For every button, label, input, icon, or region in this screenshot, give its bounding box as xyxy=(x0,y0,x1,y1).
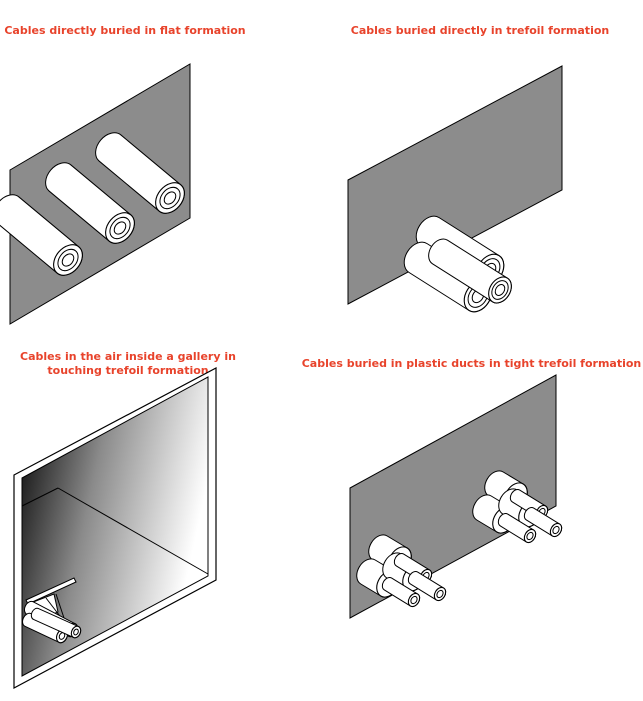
figure-title-trefoil: Cables buried directly in trefoil format… xyxy=(350,24,610,37)
cable-group xyxy=(0,132,185,276)
cable-ring xyxy=(163,191,177,205)
cable-end xyxy=(53,244,83,276)
cable-ring xyxy=(57,248,79,272)
cable-ring xyxy=(61,253,75,267)
cable-icon xyxy=(0,194,83,276)
cable-ring xyxy=(109,216,131,240)
cable-icon xyxy=(45,162,135,244)
cable-icon xyxy=(95,132,185,214)
figure-title-ducts: Cables buried in plastic ducts in tight … xyxy=(301,357,642,370)
figure-title-flat: Cables directly buried in flat formation xyxy=(4,24,246,37)
cable-ring xyxy=(113,221,127,235)
